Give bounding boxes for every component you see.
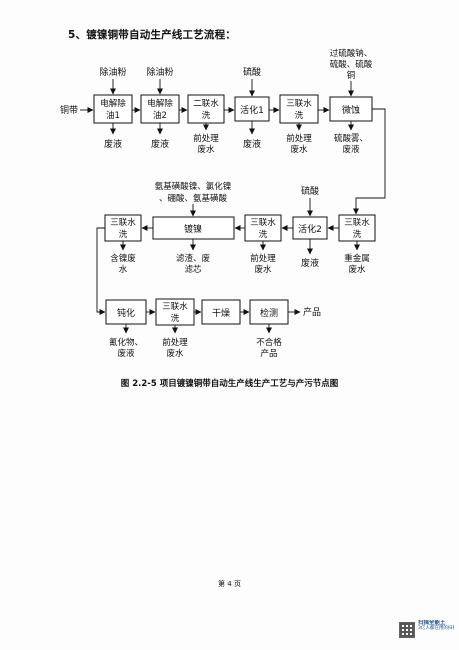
step-box-rinse-3stage (104, 214, 142, 242)
reject-output-label: 产品 (260, 348, 277, 359)
step-label: 活化2 (298, 223, 322, 235)
step-label: 油2 (153, 110, 167, 121)
step-label: 二联水 (193, 98, 219, 109)
step-label: 电解除 (147, 98, 173, 109)
waste-output-label: 氰化物、 (109, 337, 143, 348)
waste-output-label: 重金属 (344, 253, 370, 264)
input-chemical-label: 硫酸 (243, 66, 261, 78)
step-label: 三联水 (110, 217, 136, 228)
raw-material-label: 铜带 (60, 104, 78, 116)
waste-output-label: 前处理 (286, 133, 312, 144)
input-chemical-label: 铜 (347, 70, 356, 81)
waste-output-label: 废水 (197, 144, 215, 155)
input-chemical-label: 过硫酸钠、 (330, 48, 373, 59)
input-chemical-label: 氨基磺酸镍、氯化镍 (155, 181, 232, 192)
step-label: 洗 (202, 110, 211, 121)
step-label: 微蚀 (342, 104, 360, 116)
step-box-rinse-3stage (155, 298, 195, 326)
waste-output-label: 前处理 (250, 253, 276, 264)
scanner-app-stamp: 扫描全能王 3亿人都在用的扫描App (418, 620, 454, 640)
step-label: 洗 (353, 229, 362, 240)
waste-output-label: 水 (119, 264, 128, 275)
waste-output-label: 废液 (301, 257, 319, 269)
waste-output-label: 废液 (342, 144, 360, 155)
waste-output-label: 前处理 (193, 133, 219, 144)
waste-output-label: 废液 (243, 138, 261, 150)
waste-output-label: 前处理 (162, 337, 188, 348)
waste-output-label: 废液 (104, 138, 122, 150)
scanner-app-tagline: 3亿人都在用的扫描App (418, 626, 454, 631)
step-label: 电解除 (100, 98, 126, 109)
step-label: 三联水 (162, 301, 188, 312)
final-product-label: 产品 (303, 306, 321, 318)
step-label: 干燥 (212, 308, 230, 319)
step-label: 钝化 (117, 307, 135, 319)
waste-output-label: 废水 (348, 264, 366, 275)
step-label: 三联水 (344, 217, 370, 228)
input-chemical-label: 除油粉 (99, 66, 126, 78)
waste-output-label: 硫酸雾、 (334, 133, 368, 144)
qr-code-icon (399, 622, 415, 638)
section-heading: 5、镀镍铜带自动生产线工艺流程： (68, 29, 237, 41)
step-label: 检测 (260, 307, 278, 319)
step-box-degrease-1 (93, 94, 133, 124)
waste-output-label: 废水 (166, 348, 184, 359)
waste-output-label: 废水 (290, 144, 308, 155)
input-chemical-label: 硫酸 (301, 185, 319, 197)
step-box-rinse-3stage (279, 94, 319, 124)
step-label: 洗 (259, 229, 268, 240)
waste-output-label: 含镍废 (110, 253, 136, 264)
step-box-drying (201, 299, 241, 325)
waste-output-label: 滤芯 (184, 264, 202, 275)
step-label: 油1 (106, 110, 120, 121)
step-label: 三联水 (286, 98, 312, 109)
flow-connector (96, 227, 106, 315)
step-label: 镀镍 (184, 223, 202, 235)
input-chemical-label: 硫酸、硫酸 (330, 59, 373, 70)
waste-output-label: 废水 (254, 264, 272, 275)
step-box-degrease-2 (140, 94, 180, 124)
input-chemical-label: 除油粉 (146, 66, 173, 78)
step-label: 洗 (119, 229, 128, 240)
scanner-app-name: 扫描全能王 (418, 620, 446, 626)
step-label: 洗 (295, 110, 304, 121)
waste-output-label: 废液 (151, 138, 169, 150)
reject-output-label: 不合格 (256, 337, 282, 348)
step-label: 三联水 (250, 217, 276, 228)
step-label: 活化1 (240, 104, 264, 116)
step-label: 洗 (171, 313, 180, 324)
waste-output-label: 废液 (117, 348, 135, 359)
input-chemical-label: 、硼酸、氨基磺酸 (159, 193, 228, 204)
flow-connector (353, 108, 386, 215)
waste-output-label: 滤渣、废 (176, 253, 211, 264)
figure-caption: 图 2.2-5 项目镀镍铜带自动生产线生产工艺与产污节点图 (120, 379, 339, 389)
step-box-inspection (249, 299, 289, 325)
page-number: 第 4 页 (218, 580, 241, 588)
